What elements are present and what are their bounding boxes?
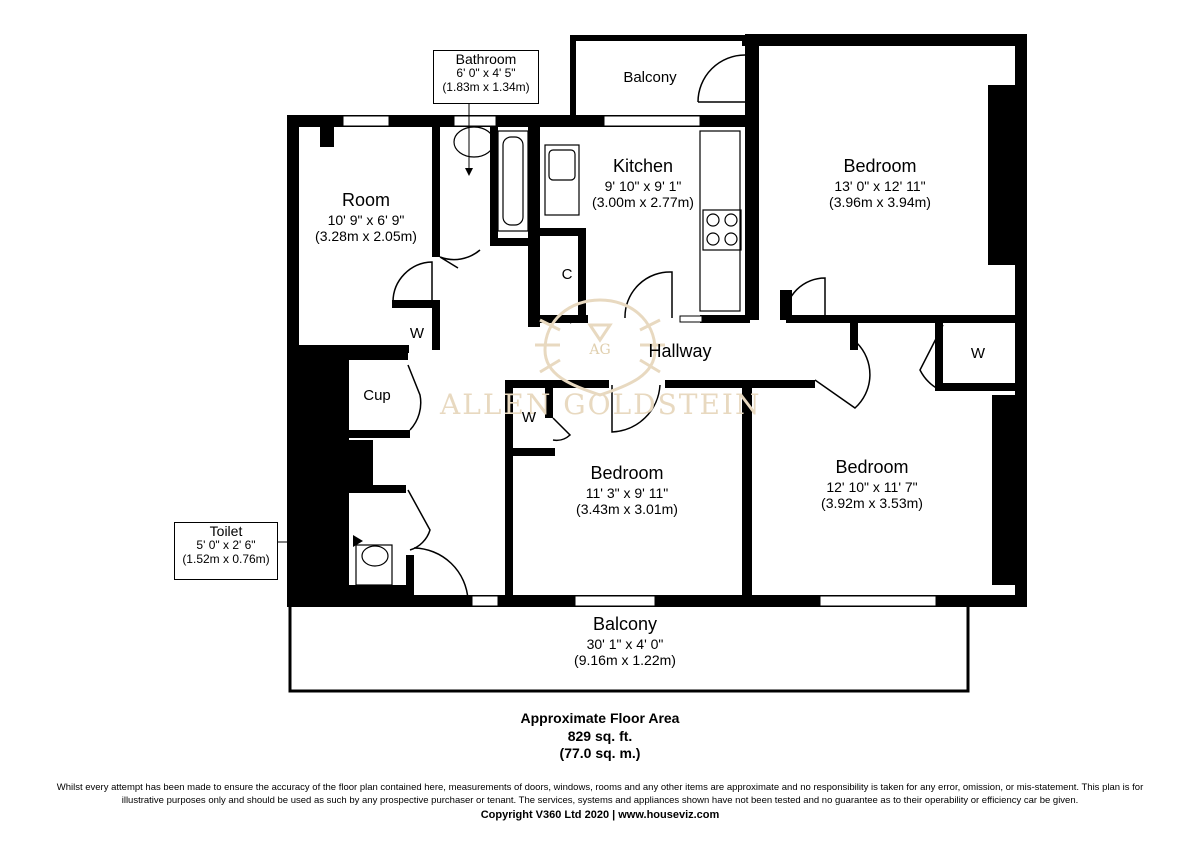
cupboard-name: C bbox=[561, 266, 573, 283]
balcony-bottom-dim-metric: (9.16m x 1.22m) bbox=[574, 652, 676, 669]
arrows bbox=[353, 168, 473, 547]
bedroom-mid-dim-metric: (3.43m x 3.01m) bbox=[576, 501, 678, 518]
bedroom-mid-label: Bedroom 11' 3" x 9' 11" (3.43m x 3.01m) bbox=[552, 463, 702, 518]
balcony-bottom-label: Balcony 30' 1" x 4' 0" (9.16m x 1.22m) bbox=[550, 614, 700, 669]
disclaimer-line-1: Whilst every attempt has been made to en… bbox=[56, 782, 1144, 793]
toilet-callout: Toilet 5' 0" x 2' 6" (1.52m x 0.76m) bbox=[174, 522, 278, 580]
balcony-top-name: Balcony bbox=[623, 69, 677, 86]
disclaimer-line-2: illustrative purposes only and should be… bbox=[121, 794, 1079, 806]
bathroom-dim-metric: (1.83m x 1.34m) bbox=[442, 79, 530, 94]
cup-name: Cup bbox=[363, 387, 391, 404]
room-dim-metric: (3.28m x 2.05m) bbox=[315, 228, 417, 245]
bedroom-right-dim-imperial: 12' 10" x 11' 7" bbox=[826, 478, 918, 495]
copyright: Copyright V360 Ltd 2020 | www.houseviz.c… bbox=[480, 809, 720, 821]
basin bbox=[453, 126, 495, 158]
toilet-dim-imperial: 5' 0" x 2' 6" bbox=[196, 538, 256, 553]
bathroom-dim-imperial: 6' 0" x 4' 5" bbox=[456, 66, 516, 81]
room-label: Room 10' 9" x 6' 9" (3.28m x 2.05m) bbox=[296, 190, 436, 245]
callout-leaders bbox=[277, 103, 470, 543]
balcony-bottom-name: Balcony bbox=[592, 614, 658, 634]
bedroom-mid-dim-imperial: 11' 3" x 9' 11" bbox=[585, 484, 669, 501]
floor-area-summary: Approximate Floor Area 829 sq. ft. (77.0… bbox=[0, 710, 1200, 763]
bathroom-callout: Bathroom 6' 0" x 4' 5" (1.83m x 1.34m) bbox=[433, 50, 539, 104]
bedroom-top-dim-imperial: 13' 0" x 12' 11" bbox=[834, 177, 926, 194]
fixtures bbox=[355, 126, 742, 586]
bedroom-top-name: Bedroom bbox=[843, 156, 917, 176]
wardrobe-mid-name: W bbox=[521, 409, 537, 426]
toilet-dim-metric: (1.52m x 0.76m) bbox=[182, 551, 270, 566]
kitchen-name: Kitchen bbox=[612, 156, 674, 176]
bedroom-right-label: Bedroom 12' 10" x 11' 7" (3.92m x 3.53m) bbox=[792, 457, 952, 512]
watermark-monogram: AG bbox=[588, 342, 610, 358]
balcony-bottom-dim-imperial: 30' 1" x 4' 0" bbox=[586, 635, 664, 652]
watermark-crest bbox=[535, 298, 665, 397]
toilet-name: Toilet bbox=[209, 523, 243, 539]
kitchen-label: Kitchen 9' 10" x 9' 1" (3.00m x 2.77m) bbox=[578, 156, 708, 211]
wardrobe-right-name: W bbox=[970, 345, 986, 362]
bedroom-mid-name: Bedroom bbox=[590, 463, 664, 483]
bedroom-top-dim-metric: (3.96m x 3.94m) bbox=[829, 194, 931, 211]
hob bbox=[702, 209, 742, 251]
bedroom-top-label: Bedroom 13' 0" x 12' 11" (3.96m x 3.94m) bbox=[800, 156, 960, 211]
doors bbox=[392, 54, 944, 601]
kitchen-dim-metric: (3.00m x 2.77m) bbox=[592, 194, 694, 211]
bedroom-right-dim-metric: (3.92m x 3.53m) bbox=[821, 495, 923, 512]
hallway-name: Hallway bbox=[648, 341, 712, 361]
area-sqft: 829 sq. ft. bbox=[567, 727, 633, 744]
toilet-fixture bbox=[355, 544, 393, 586]
kitchen-dim-imperial: 9' 10" x 9' 1" bbox=[604, 177, 682, 194]
windows bbox=[342, 115, 937, 607]
bedroom-right-name: Bedroom bbox=[835, 457, 909, 477]
sink bbox=[544, 144, 580, 216]
watermark-text: ALLEN GOLDSTEIN bbox=[440, 388, 762, 421]
area-sqm: (77.0 sq. m.) bbox=[559, 745, 641, 761]
bathroom-name: Bathroom bbox=[455, 51, 517, 67]
bathtub bbox=[497, 130, 529, 232]
room-name: Room bbox=[341, 190, 390, 210]
room-dim-imperial: 10' 9" x 6' 9" bbox=[327, 211, 405, 228]
disclaimer: Whilst every attempt has been made to en… bbox=[0, 782, 1200, 808]
wardrobe-room-name: W bbox=[409, 325, 425, 342]
area-title: Approximate Floor Area bbox=[520, 710, 680, 726]
